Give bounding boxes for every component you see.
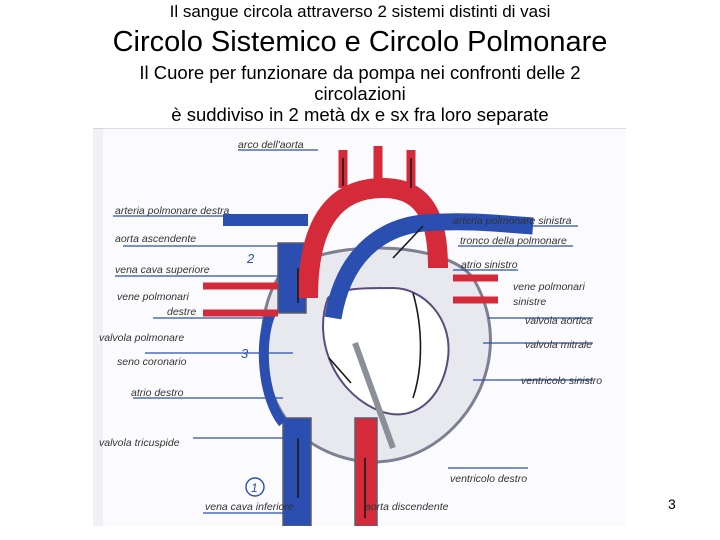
slide-subtitle: Il sangue circola attraverso 2 sistemi d…	[169, 2, 551, 21]
marker-1: 1	[251, 481, 258, 495]
right-atrium-wall	[258, 311, 288, 427]
label-tronco-polmonare: tronco della polmonare	[460, 235, 567, 247]
label-valvola-aortica: valvola aortica	[525, 315, 592, 327]
leader-lines-right	[238, 149, 593, 469]
label-atrio-destro: atrio destro	[131, 387, 184, 399]
inferior-vena-cava	[282, 417, 312, 526]
label-aorta-ascendente: aorta ascendente	[115, 233, 196, 245]
label-valvola-mitrale: valvola mitrale	[525, 339, 592, 351]
label-atrio-sinistro: atrio sinistro	[461, 259, 518, 271]
pulmonary-trunk	[324, 213, 534, 320]
label-ventricolo-sinistro: ventricolo sinistro	[521, 375, 602, 387]
page-number: 3	[668, 496, 676, 512]
slide-title: Circolo Sistemico e Circolo Polmonare	[112, 26, 608, 58]
marker-3: 3	[241, 346, 249, 361]
label-vena-cava-inferiore: vena cava inferiore	[205, 501, 294, 513]
label-aorta-discendente: aorta discendente	[365, 501, 449, 513]
label-arteria-polmonare-sinistra: arteria polmonare sinistra	[453, 215, 572, 227]
leader-lines-left	[113, 215, 298, 514]
label-vene-polmonari-sinistre-1: vene polmonari	[513, 281, 585, 293]
right-pulmonary-veins	[203, 282, 278, 317]
description-line-2: circolazioni	[314, 83, 406, 104]
slide-description: Il Cuore per funzionare da pompa nei con…	[0, 62, 720, 125]
description-line-3: è suddiviso in 2 metà dx e sx fra loro s…	[171, 104, 549, 125]
marker-1-circle	[245, 477, 265, 497]
heart-diagram: 2 3 1 arco dell'aorta aorta discendente …	[93, 128, 626, 526]
label-ventricolo-destro: ventricolo destro	[450, 473, 527, 485]
label-vene-polmonari-destre-2: destre	[167, 306, 196, 318]
label-vene-polmonari-sinistre-2: sinistre	[513, 296, 546, 308]
description-line-1: Il Cuore per funzionare da pompa nei con…	[139, 62, 581, 83]
label-valvola-tricuspide: valvola tricuspide	[99, 437, 180, 449]
label-arco-aorta: arco dell'aorta	[238, 139, 304, 151]
septum	[352, 341, 396, 450]
diagram-left-strip	[93, 128, 103, 526]
label-arteria-polmonare-destra: arteria polmonare destra	[115, 205, 230, 217]
label-seno-coronario: seno coronario	[117, 356, 187, 368]
descending-aorta	[354, 417, 378, 526]
marker-2: 2	[246, 251, 255, 266]
left-pulmonary-veins	[453, 274, 498, 304]
label-vene-polmonari-destre-1: vene polmonari	[117, 291, 189, 303]
label-vena-cava-superiore: vena cava superiore	[115, 264, 210, 276]
flow-arrows	[297, 158, 424, 518]
label-valvola-polmonare: valvola polmonare	[99, 332, 184, 344]
